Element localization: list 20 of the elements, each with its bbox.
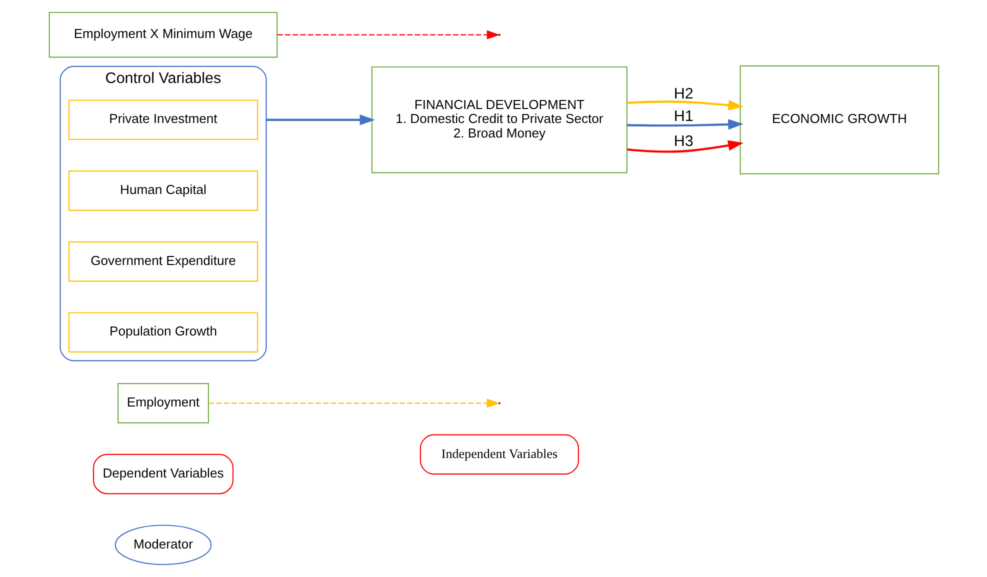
node-box: Dependent Variables bbox=[92, 454, 234, 494]
edge-label: H3 bbox=[673, 133, 693, 150]
arrow bbox=[266, 114, 375, 126]
node-ellipse: Moderator bbox=[114, 524, 212, 566]
node-box: Employment bbox=[116, 383, 209, 424]
arrow bbox=[626, 119, 743, 130]
arrow bbox=[626, 100, 744, 111]
node-box: Independent Variables bbox=[419, 434, 578, 475]
edge-label: H2 bbox=[673, 85, 693, 102]
node-box: Human Capital bbox=[68, 170, 258, 211]
node-box: ECONOMIC GROWTH bbox=[739, 65, 939, 174]
edge-label: H1 bbox=[673, 108, 693, 126]
node-box: Employment X Minimum Wage bbox=[48, 12, 278, 58]
node-box: Government Expenditure bbox=[68, 241, 258, 282]
arrow bbox=[626, 140, 743, 153]
node-box: FINANCIAL DEVELOPMENT 1. Domestic Credit to Private Sector 2. Broad Money bbox=[370, 66, 627, 174]
arrow bbox=[208, 398, 500, 408]
node-box: Population Growth bbox=[68, 312, 258, 353]
node-box: Private Investment bbox=[68, 100, 258, 140]
arrow bbox=[276, 30, 500, 40]
